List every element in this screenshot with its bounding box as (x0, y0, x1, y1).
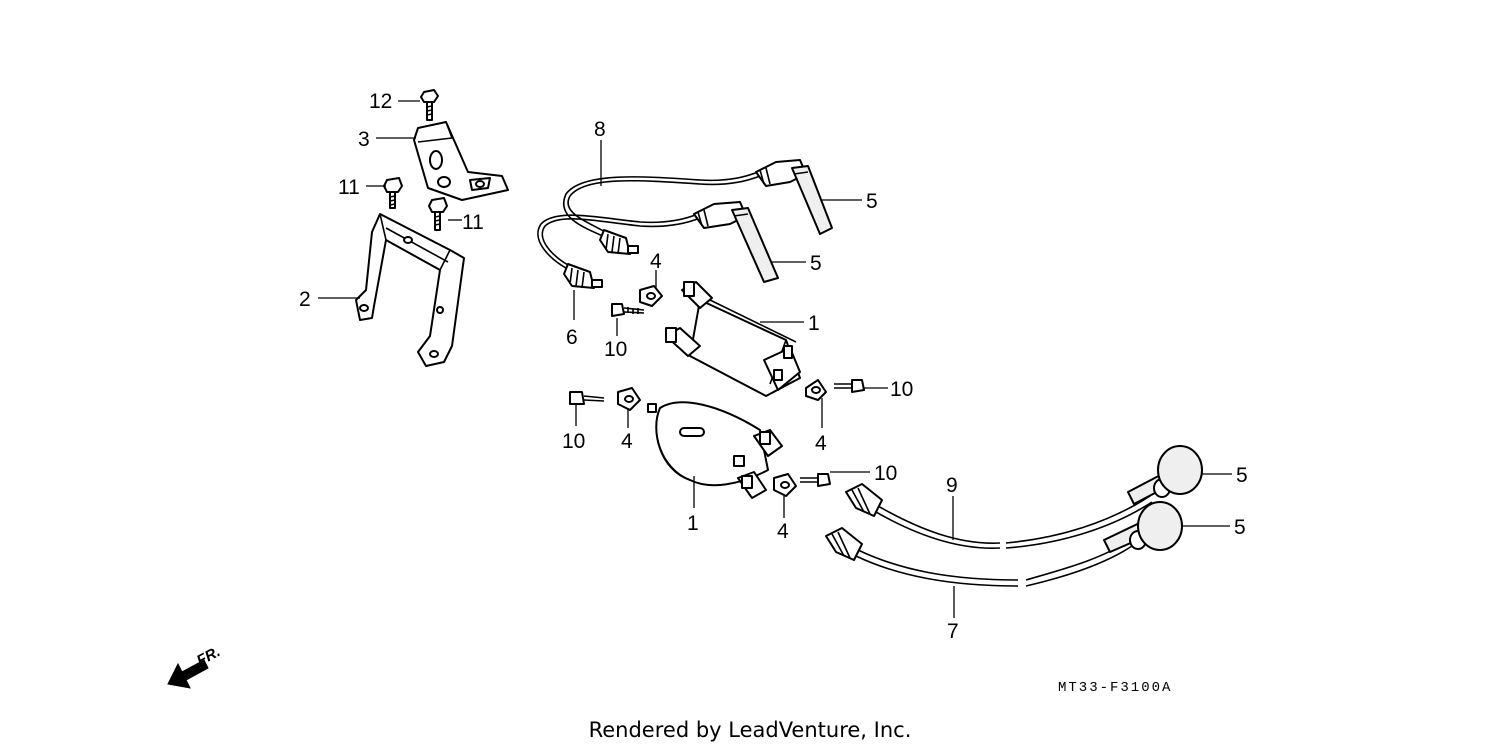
callout-10: 10 (562, 430, 585, 453)
spark-plug-cap-lower-upper[interactable] (1127, 445, 1203, 505)
bolt-10-d[interactable] (800, 473, 831, 487)
callout-8: 8 (594, 118, 606, 141)
coil-bracket-lower[interactable] (355, 213, 465, 367)
spark-plug-cap-upper-middle[interactable] (693, 201, 779, 283)
callout-10: 10 (890, 378, 913, 401)
callout-5: 5 (1234, 516, 1246, 539)
callout-4: 4 (650, 250, 662, 273)
callout-5: 5 (866, 190, 878, 213)
plug-connector-6[interactable] (563, 263, 603, 289)
clamp-4-lower[interactable] (773, 473, 797, 497)
spark-plug-cap-lower-lower[interactable] (1103, 501, 1183, 553)
high-tension-cord-upper[interactable] (537, 171, 761, 275)
callout-2: 2 (299, 288, 311, 311)
callout-9: 9 (946, 474, 958, 497)
callout-4: 4 (777, 520, 789, 543)
callout-10: 10 (604, 338, 627, 361)
front-direction-arrow: FR. (167, 643, 223, 689)
bolt-12[interactable] (420, 89, 439, 121)
callout-7: 7 (947, 620, 959, 643)
high-tension-cord-7[interactable] (825, 527, 1133, 587)
callout-12: 12 (369, 90, 392, 113)
bolt-10-b[interactable] (834, 379, 865, 393)
bolt-10-a[interactable] (611, 303, 645, 317)
credit-text: Rendered by LeadVenture, Inc. (589, 718, 912, 742)
callout-labels: 12 3 11 11 2 8 5 5 4 6 10 1 10 10 4 4 10… (299, 90, 1248, 643)
diagram-code: MT33-F3100A (1058, 680, 1172, 696)
callout-4: 4 (621, 430, 633, 453)
ignition-coil-upper[interactable] (665, 281, 801, 397)
callout-5: 5 (1236, 464, 1248, 487)
clamp-4-lower-left[interactable] (617, 387, 641, 411)
plug-connector-upper[interactable] (599, 229, 639, 255)
callout-11: 11 (462, 211, 484, 234)
clamp-4-middle-right[interactable] (805, 379, 827, 401)
clamp-4-upper[interactable] (639, 285, 663, 307)
bolt-11-left[interactable] (383, 177, 403, 209)
ignition-coil-lower[interactable] (647, 401, 783, 499)
bolt-10-c[interactable] (569, 391, 605, 405)
leader-lines (318, 100, 1232, 618)
callout-3: 3 (358, 128, 370, 151)
callout-6: 6 (566, 326, 578, 349)
bolt-11-right[interactable] (428, 197, 448, 231)
callout-10: 10 (874, 462, 897, 485)
spark-plug-cap-upper-right[interactable] (755, 159, 833, 235)
coil-bracket-upper[interactable] (413, 121, 509, 201)
callout-1: 1 (808, 312, 820, 335)
callout-11: 11 (338, 176, 360, 199)
callout-5: 5 (810, 252, 822, 275)
callout-4: 4 (815, 432, 827, 455)
high-tension-cord-9[interactable] (845, 483, 1153, 549)
callout-1: 1 (687, 512, 699, 535)
